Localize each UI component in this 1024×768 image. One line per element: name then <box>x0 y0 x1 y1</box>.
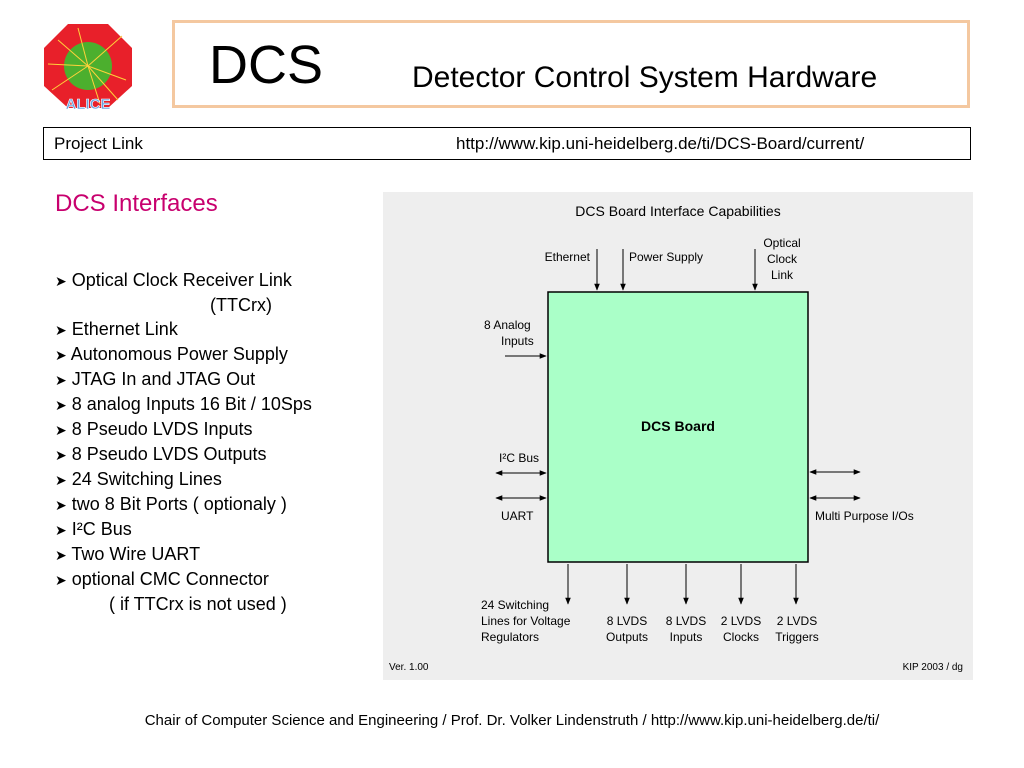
power-supply-label: Power Supply <box>629 250 703 264</box>
logo-text: ALICE <box>66 96 111 112</box>
title-box: DCS Detector Control System Hardware <box>172 20 970 108</box>
lvds-outputs-label-line1: 8 LVDS <box>607 614 647 628</box>
list-item: ➤ 8 Pseudo LVDS Outputs <box>55 444 267 464</box>
list-item: ➤ JTAG In and JTAG Out <box>55 369 256 389</box>
arrow-bullet-icon: ➤ <box>55 522 67 538</box>
lvds-triggers-label-line1: 2 LVDS <box>777 614 817 628</box>
arrow-bullet-icon: ➤ <box>55 372 67 388</box>
analog-inputs-label-line1: 8 Analog <box>484 318 531 332</box>
list-item: ➤ Optical Clock Receiver Link <box>55 270 292 290</box>
arrow-bullet-icon: ➤ <box>55 572 67 588</box>
interface-list: ➤ Optical Clock Receiver Link (TTCrx) ➤ … <box>55 268 375 616</box>
arrow-bullet-icon: ➤ <box>55 422 67 438</box>
diagram-title: DCS Board Interface Capabilities <box>575 203 780 219</box>
list-item: ➤ 8 analog Inputs 16 Bit / 10Sps <box>55 394 312 414</box>
arrow-bullet-icon: ➤ <box>55 347 67 363</box>
dcs-board-box <box>547 291 809 563</box>
arrow-bullet-icon: ➤ <box>55 547 67 563</box>
list-item: ➤ Ethernet Link <box>55 319 178 339</box>
page-subtitle: Detector Control System Hardware <box>412 61 878 94</box>
i2c-bus-label: I²C Bus <box>499 451 539 465</box>
arrow-bullet-icon: ➤ <box>55 497 67 513</box>
lvds-inputs-label-line1: 8 LVDS <box>666 614 706 628</box>
list-item: ➤ Autonomous Power Supply <box>55 344 288 364</box>
uart-label: UART <box>501 509 534 523</box>
diagram-credit: KIP 2003 / dg <box>903 662 963 673</box>
list-item: ➤ two 8 Bit Ports ( optionaly ) <box>55 494 287 514</box>
optical-clock-label-line1: Optical <box>763 236 800 250</box>
list-item: ( if TTCrx is not used ) <box>109 594 287 614</box>
project-link-label: Project Link <box>54 134 143 153</box>
list-item: ➤ I²C Bus <box>55 519 132 539</box>
ethernet-label: Ethernet <box>545 250 591 264</box>
dcs-board-label: DCS Board <box>641 418 715 434</box>
lvds-inputs-label-line2: Inputs <box>670 630 703 644</box>
section-heading: DCS Interfaces <box>55 190 218 217</box>
arrow-bullet-icon: ➤ <box>55 322 67 338</box>
analog-inputs-label-line2: Inputs <box>501 334 534 348</box>
alice-logo: ALICE <box>38 20 138 113</box>
arrow-bullet-icon: ➤ <box>55 447 67 463</box>
lvds-clocks-label-line1: 2 LVDS <box>721 614 761 628</box>
list-item: ➤ Two Wire UART <box>55 544 201 564</box>
interface-diagram: DCS Board Interface Capabilities DCS Boa… <box>383 192 973 680</box>
page-title: DCS <box>209 35 324 95</box>
arrow-bullet-icon: ➤ <box>55 472 67 488</box>
optical-clock-label-line3: Link <box>771 268 794 282</box>
multi-purpose-io-label: Multi Purpose I/Os <box>815 509 914 523</box>
footer: Chair of Computer Science and Engineerin… <box>144 712 880 729</box>
switching-lines-label-line3: Regulators <box>481 630 539 644</box>
list-item: ➤ optional CMC Connector <box>55 569 269 589</box>
switching-lines-label-line1: 24 Switching <box>481 598 549 612</box>
arrow-bullet-icon: ➤ <box>55 397 67 413</box>
lvds-clocks-label-line2: Clocks <box>723 630 759 644</box>
list-item: (TTCrx) <box>210 295 272 315</box>
diagram-version: Ver. 1.00 <box>389 662 429 673</box>
switching-lines-label-line2: Lines for Voltage <box>481 614 571 628</box>
lvds-triggers-label-line2: Triggers <box>775 630 819 644</box>
arrow-bullet-icon: ➤ <box>55 273 67 289</box>
project-link-box: Project Link http://www.kip.uni-heidelbe… <box>43 127 971 160</box>
optical-clock-label-line2: Clock <box>767 252 798 266</box>
lvds-outputs-label-line2: Outputs <box>606 630 648 644</box>
list-item: ➤ 24 Switching Lines <box>55 469 222 489</box>
list-item: ➤ 8 Pseudo LVDS Inputs <box>55 419 253 439</box>
project-link-url[interactable]: http://www.kip.uni-heidelberg.de/ti/DCS-… <box>456 134 865 153</box>
